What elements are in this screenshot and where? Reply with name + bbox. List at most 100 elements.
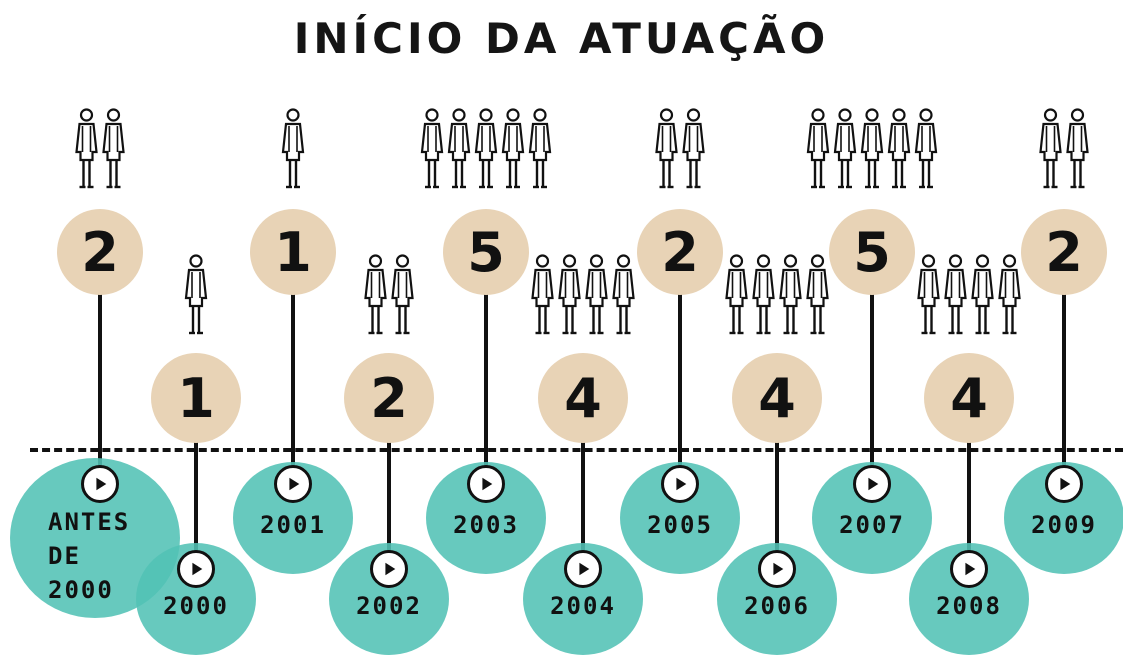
people-group	[280, 108, 306, 190]
person-icon	[280, 108, 306, 190]
people-group	[724, 254, 831, 336]
play-button[interactable]	[758, 550, 796, 588]
count-circle: 1	[250, 209, 336, 295]
count-circle: 5	[443, 209, 529, 295]
people-group	[363, 254, 416, 336]
connector-line	[581, 398, 585, 559]
people-group	[916, 254, 1023, 336]
connector-line	[98, 252, 102, 478]
play-button[interactable]	[274, 465, 312, 503]
play-icon	[863, 475, 881, 493]
connector-line	[678, 252, 682, 478]
play-button[interactable]	[564, 550, 602, 588]
play-icon	[960, 560, 978, 578]
year-label: ANTES DE 2000	[48, 505, 130, 607]
count-circle: 4	[538, 353, 628, 443]
play-icon	[187, 560, 205, 578]
play-button[interactable]	[1045, 465, 1083, 503]
people-group	[183, 254, 209, 336]
play-button[interactable]	[950, 550, 988, 588]
person-icon	[584, 254, 610, 336]
person-icon	[74, 108, 100, 190]
play-icon	[477, 475, 495, 493]
play-button[interactable]	[661, 465, 699, 503]
person-icon	[654, 108, 680, 190]
people-group	[530, 254, 637, 336]
person-icon	[970, 254, 996, 336]
connector-line	[870, 252, 874, 478]
year-label: 2002	[356, 592, 422, 620]
person-icon	[805, 254, 831, 336]
count-circle: 5	[829, 209, 915, 295]
play-icon	[284, 475, 302, 493]
person-icon	[363, 254, 389, 336]
connector-line	[387, 398, 391, 559]
person-icon	[101, 108, 127, 190]
person-icon	[611, 254, 637, 336]
person-icon	[390, 254, 416, 336]
person-icon	[527, 108, 553, 190]
person-icon	[724, 254, 750, 336]
count-circle: 4	[732, 353, 822, 443]
people-group	[1038, 108, 1091, 190]
play-icon	[380, 560, 398, 578]
person-icon	[997, 254, 1023, 336]
year-label: 2007	[839, 511, 905, 539]
play-icon	[1055, 475, 1073, 493]
connector-line	[291, 252, 295, 478]
play-icon	[574, 560, 592, 578]
play-icon	[91, 475, 109, 493]
person-icon	[530, 254, 556, 336]
person-icon	[751, 254, 777, 336]
person-icon	[681, 108, 707, 190]
person-icon	[778, 254, 804, 336]
person-icon	[832, 108, 858, 190]
year-label: 2000	[163, 592, 229, 620]
count-circle: 2	[344, 353, 434, 443]
play-button[interactable]	[853, 465, 891, 503]
person-icon	[916, 254, 942, 336]
person-icon	[419, 108, 445, 190]
play-button[interactable]	[370, 550, 408, 588]
person-icon	[446, 108, 472, 190]
year-label: 2005	[647, 511, 713, 539]
count-circle: 2	[57, 209, 143, 295]
play-button[interactable]	[81, 465, 119, 503]
play-icon	[671, 475, 689, 493]
count-circle: 2	[637, 209, 723, 295]
people-group	[419, 108, 553, 190]
page-title: INÍCIO DA ATUAÇÃO	[293, 14, 830, 63]
connector-line	[775, 398, 779, 559]
people-group	[654, 108, 707, 190]
play-button[interactable]	[177, 550, 215, 588]
year-label: 2001	[260, 511, 326, 539]
year-label-line: 2000	[48, 576, 114, 604]
year-label: 2008	[936, 592, 1002, 620]
person-icon	[859, 108, 885, 190]
year-label: 2003	[453, 511, 519, 539]
play-button[interactable]	[467, 465, 505, 503]
person-icon	[473, 108, 499, 190]
year-label-line: DE	[48, 542, 81, 570]
connector-line	[1062, 252, 1066, 478]
timeline-axis	[30, 448, 1123, 452]
year-label-line: ANTES	[48, 508, 131, 536]
year-label: 2004	[550, 592, 616, 620]
play-icon	[768, 560, 786, 578]
person-icon	[183, 254, 209, 336]
year-label: 2006	[744, 592, 810, 620]
person-icon	[557, 254, 583, 336]
person-icon	[1038, 108, 1064, 190]
connector-line	[484, 252, 488, 478]
people-group	[74, 108, 127, 190]
person-icon	[1065, 108, 1091, 190]
person-icon	[886, 108, 912, 190]
year-label: 2009	[1031, 511, 1097, 539]
person-icon	[913, 108, 939, 190]
person-icon	[943, 254, 969, 336]
person-icon	[805, 108, 831, 190]
count-circle: 1	[151, 353, 241, 443]
person-icon	[500, 108, 526, 190]
count-circle: 4	[924, 353, 1014, 443]
